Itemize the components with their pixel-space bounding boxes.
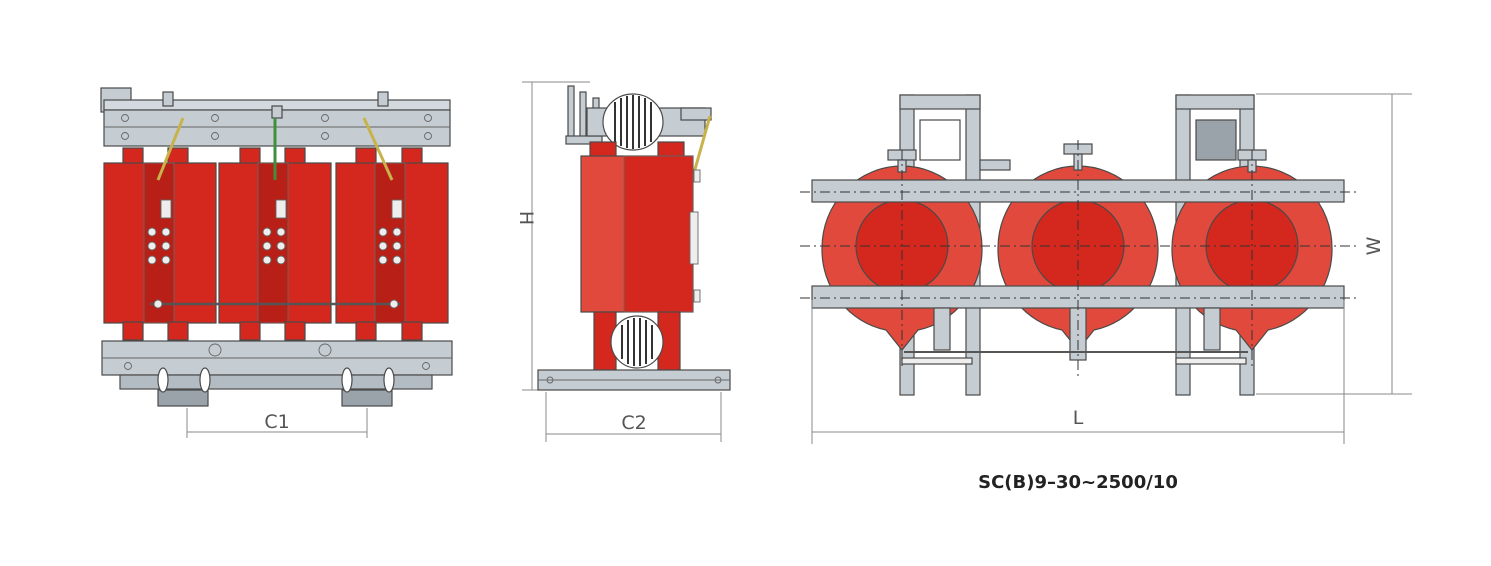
l-label: L — [1073, 407, 1084, 429]
side-view: H — [515, 81, 731, 442]
top-view: W — [800, 93, 1412, 493]
model-code: SC(B)9–30~2500/10 — [978, 472, 1178, 493]
c1-dimension — [186, 408, 368, 438]
tap-terminals — [147, 199, 403, 265]
w-label: W — [1363, 236, 1385, 255]
front-wheels — [157, 367, 395, 407]
side-core-top — [602, 93, 664, 151]
front-view: C1 — [100, 87, 453, 438]
side-core-bottom — [610, 315, 664, 369]
c1-label: C1 — [264, 411, 289, 433]
front-coils — [103, 147, 449, 341]
h-label: H — [515, 211, 537, 225]
c2-label: C2 — [621, 412, 646, 434]
